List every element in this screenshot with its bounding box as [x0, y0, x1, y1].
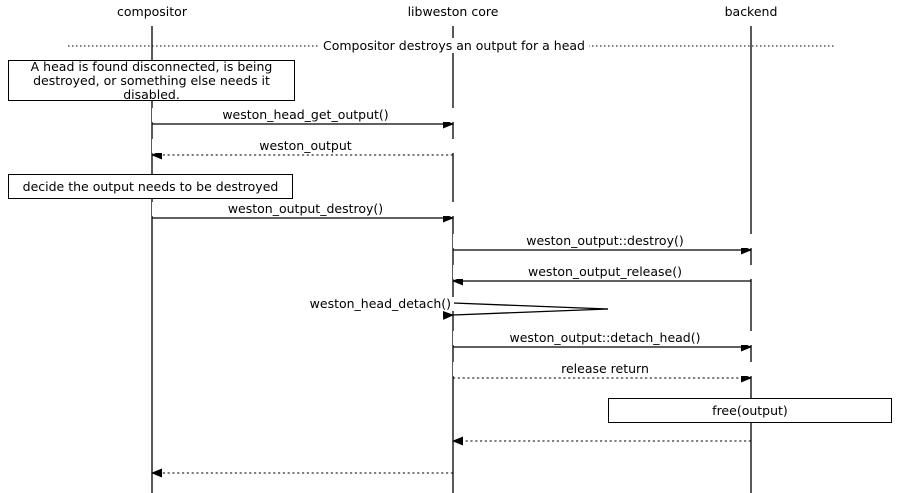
lifeline-header-backend: backend — [724, 4, 778, 19]
lifeline-header-compositor: compositor — [117, 4, 187, 19]
message-label-weston-output-release: weston_output_release() — [453, 265, 757, 279]
note-decide-destroy-text: decide the output needs to be destroyed — [22, 178, 279, 194]
note-free-output-text: free(output) — [712, 402, 788, 418]
note-decide-destroy: decide the output needs to be destroyed — [8, 174, 293, 199]
note-free-output: free(output) — [608, 398, 892, 423]
messages-group — [151, 119, 752, 478]
message-label-weston-output-detach-head: weston_output::detach_head() — [453, 331, 757, 345]
note-head-disconnected-text: A head is found disconnected, is being d… — [30, 58, 273, 102]
message-label-weston-output-return: weston_output — [152, 139, 459, 153]
message-label-weston-head-detach: weston_head_detach() — [193, 297, 454, 311]
lifeline-header-libweston-core: libweston core — [407, 4, 499, 19]
note-head-disconnected: A head is found disconnected, is being d… — [8, 58, 295, 102]
message-line-weston-head-detach-out — [452, 302, 609, 310]
message-label-weston-output-destroy: weston_output_destroy() — [152, 202, 459, 216]
section-divider-label: Compositor destroys an output for a head — [0, 38, 900, 53]
message-label-weston-head-get-output: weston_head_get_output() — [152, 108, 459, 122]
message-label-weston-output-destroy-vfunc: weston_output::destroy() — [453, 234, 757, 248]
message-label-release-return: release return — [453, 362, 757, 376]
message-line-weston-head-detach-back — [442, 308, 609, 320]
